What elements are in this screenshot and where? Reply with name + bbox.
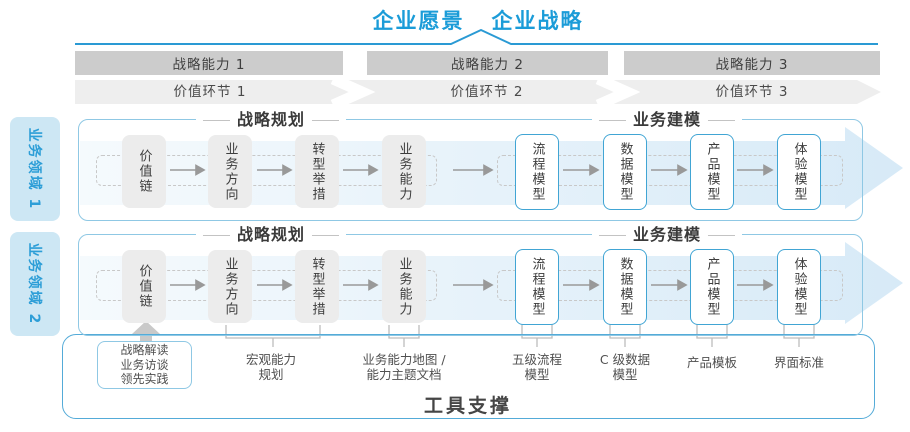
capability-bar-3: 战略能力 3	[624, 51, 880, 75]
box-transformation-row1: 转型举措	[295, 135, 339, 208]
box-product-model-row1: 产品模型	[690, 134, 734, 210]
tool-support-container	[62, 334, 875, 419]
domain-tab-2-label: 业务领域 2	[26, 242, 42, 326]
practice-box: 战略解读 业务访谈 领先实践	[97, 341, 192, 389]
box-experience-model-row1: 体验模型	[777, 134, 821, 210]
box-business-direction-row1: 业务方向	[208, 135, 252, 208]
annotation-macro-capability: 宏观能力 规划	[245, 352, 297, 382]
value-link-label-2: 价值环节 2	[450, 84, 524, 100]
practice-line-3: 领先实践	[120, 372, 169, 387]
box-data-model-row2: 数据模型	[603, 249, 647, 325]
title-vision: 企业愿景	[372, 9, 465, 33]
planning-header-row1: 战略规划	[195, 111, 347, 129]
annotation-ui-standard: 界面标准	[773, 355, 825, 370]
capability-bar-1: 战略能力 1	[75, 51, 343, 75]
annotation-product-template: 产品模板	[686, 355, 738, 370]
box-data-model-row1: 数据模型	[603, 134, 647, 210]
capability-bar-2: 战略能力 2	[367, 51, 608, 75]
box-process-model-row2: 流程模型	[515, 249, 559, 325]
modeling-header-row1: 业务建模	[591, 111, 743, 129]
box-value-chain-row1: 价值链	[122, 135, 166, 208]
box-product-model-row2: 产品模型	[690, 249, 734, 325]
title-strategy: 企业战略	[491, 9, 584, 33]
modeling-header-row2: 业务建模	[591, 226, 743, 244]
box-value-chain-row2: 价值链	[122, 250, 166, 323]
box-process-model-row1: 流程模型	[515, 134, 559, 210]
box-experience-model-row2: 体验模型	[777, 249, 821, 325]
box-business-direction-row2: 业务方向	[208, 250, 252, 323]
practice-line-2: 业务访谈	[120, 357, 169, 372]
annotation-data-model: C 级数据 模型	[599, 352, 651, 382]
annotation-capability-map: 业务能力地图 / 能力主题文档	[362, 352, 446, 382]
domain-tab-1-label: 业务领域 1	[26, 127, 42, 211]
value-link-label-3: 价值环节 3	[715, 84, 789, 100]
box-business-capability-row2: 业务能力	[382, 250, 426, 323]
page-title: 企业愿景 企业战略	[373, 5, 584, 35]
box-transformation-row2: 转型举措	[295, 250, 339, 323]
value-link-label-1: 价值环节 1	[173, 84, 247, 100]
practice-line-1: 战略解读	[120, 343, 169, 358]
annotation-process-model: 五级流程 模型	[511, 352, 563, 382]
box-business-capability-row1: 业务能力	[382, 135, 426, 208]
tool-support-label: 工具支撑	[423, 395, 513, 417]
planning-header-row2: 战略规划	[195, 226, 347, 244]
domain-tab-2: 业务领域 2	[10, 232, 60, 336]
domain-tab-1: 业务领域 1	[10, 117, 60, 221]
